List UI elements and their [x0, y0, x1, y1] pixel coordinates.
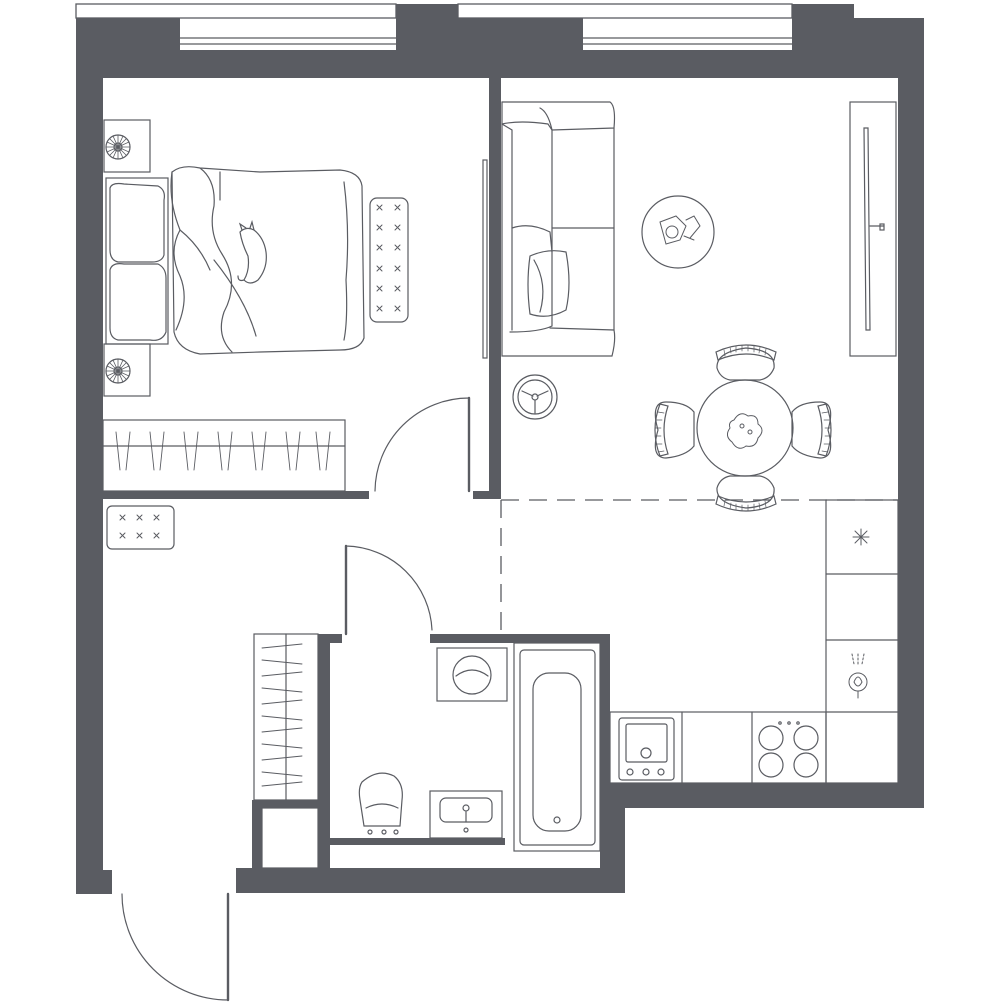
kitchen-sink: [618, 717, 675, 781]
bathtub: [513, 642, 601, 852]
sofa: [501, 101, 616, 357]
washing-machine: [436, 647, 508, 702]
double-bed: [105, 166, 409, 355]
hallway: [106, 505, 433, 1002]
cat: [237, 219, 267, 284]
dining-chair: [715, 344, 777, 381]
coffee-table: [641, 195, 715, 269]
kitchen-zone: [609, 499, 899, 784]
dining-chair: [654, 401, 695, 459]
dining-chair: [715, 475, 777, 512]
refrigerator-icon: [852, 528, 870, 546]
cooktop: [758, 721, 819, 778]
walls: [76, 4, 924, 894]
bedroom: [102, 119, 488, 493]
wardrobe: [102, 419, 346, 492]
shoe-cabinet: [106, 505, 175, 550]
washbasin: [429, 790, 503, 839]
robot-vacuum: [512, 374, 558, 420]
nightstand-lamp: [103, 119, 151, 173]
living-room: [501, 101, 897, 512]
window-living: [457, 3, 793, 19]
ottoman: [369, 197, 409, 323]
wall-mirror: [482, 159, 488, 359]
window-bedroom: [75, 3, 397, 19]
tv-unit: [849, 101, 897, 357]
hall-wardrobe: [253, 633, 319, 801]
kitchen-counter: [609, 499, 899, 784]
toilet: [358, 772, 403, 835]
closet: [261, 807, 319, 869]
windows: [75, 3, 793, 45]
entrance-door: [121, 892, 230, 1002]
extractor-hood-icon: [848, 653, 868, 699]
dining-chair: [791, 401, 832, 459]
bathroom-door: [344, 544, 433, 636]
round-dining-table: [696, 379, 794, 477]
bathroom: [358, 642, 601, 852]
wall-stub-entry: [76, 870, 112, 894]
bedroom-door: [374, 396, 471, 493]
nightstand-lamp: [103, 343, 151, 397]
zone-divider: [500, 499, 898, 634]
